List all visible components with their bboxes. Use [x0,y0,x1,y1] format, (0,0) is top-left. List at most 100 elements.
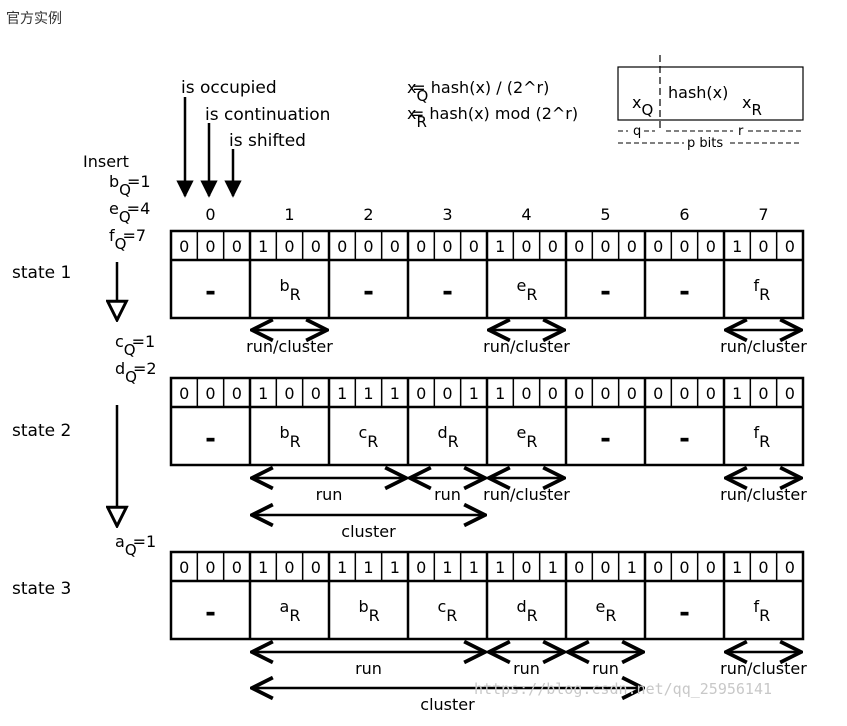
metadata-bit: 1 [495,237,505,256]
empty-slot-dash: - [679,277,690,307]
metadata-bit: 1 [732,558,742,577]
is-continuation-label: is continuation [205,105,330,125]
metadata-bit: 0 [337,237,347,256]
metadata-bit: 0 [311,237,321,256]
metadata-bit: 0 [600,384,610,403]
slot-index: 2 [363,205,373,224]
metadata-bit: 1 [390,384,400,403]
metadata-bit: 1 [469,558,479,577]
empty-slot-dash: - [363,277,374,307]
metadata-bit: 0 [232,558,242,577]
metadata-bit: 1 [258,558,268,577]
metadata-bit: 0 [521,237,531,256]
empty-slot-dash: - [205,424,216,454]
span-label: run [316,485,343,504]
metadata-bit: 1 [258,384,268,403]
bit-legend: is occupied is continuation is shifted [176,78,330,198]
state-label: state 2 [12,421,71,441]
remainder-value: bR [280,276,301,304]
metadata-bit: 1 [363,558,373,577]
metadata-bit: 0 [390,237,400,256]
span-label: run/cluster [483,337,570,356]
metadata-bit: 1 [732,384,742,403]
metadata-bit: 0 [600,237,610,256]
metadata-bit: 0 [653,237,663,256]
span-label: run/cluster [720,337,807,356]
remainder-value: eR [517,423,538,451]
slot-index: 7 [758,205,768,224]
metadata-bit: 0 [284,558,294,577]
metadata-bit: 0 [679,558,689,577]
metadata-bit: 0 [574,384,584,403]
remainder-value: fR [754,423,771,451]
remainder-value: fR [754,276,771,304]
insert-item: bQ=1 [109,172,151,199]
insert-item: dQ=2 [115,359,157,386]
slot-index: 0 [205,205,215,224]
span-label: cluster [341,522,396,541]
remainder-value: bR [359,597,380,625]
span-label: run/cluster [483,485,570,504]
formula-remainder: xR= hash(x) mod (2^r) [407,104,578,131]
q-label: q [633,124,641,139]
metadata-bit: 0 [232,237,242,256]
state-label: state 3 [12,579,71,599]
metadata-bit: 1 [337,558,347,577]
metadata-bit: 0 [785,558,795,577]
is-shifted-label: is shifted [229,131,306,151]
metadata-bit: 0 [205,237,215,256]
metadata-bit: 0 [284,384,294,403]
empty-slot-dash: - [442,277,453,307]
p-bits-label: p bits [687,136,723,151]
metadata-bit: 0 [706,558,716,577]
span-label: run/cluster [720,485,807,504]
remainder-value: bR [280,423,301,451]
slot-index: 5 [600,205,610,224]
metadata-bit: 1 [495,384,505,403]
span-label: cluster [420,695,475,714]
remainder-value: eR [596,597,617,625]
state-label: state 1 [12,263,71,283]
insert-item: aQ=1 [115,532,156,559]
empty-slot-dash: - [679,598,690,628]
empty-slot-dash: - [679,424,690,454]
metadata-bit: 0 [311,558,321,577]
metadata-bit: 1 [469,384,479,403]
remainder-value: aR [280,597,301,625]
metadata-bit: 1 [627,558,637,577]
slot-index: 3 [442,205,452,224]
metadata-bit: 0 [205,558,215,577]
insert-groups: bQ=1eQ=4fQ=7cQ=1dQ=2aQ=1 [109,172,157,559]
metadata-bit: 0 [521,384,531,403]
hash-box-xq: xQ [632,93,653,119]
metadata-bit: 0 [363,237,373,256]
metadata-bit: 1 [258,237,268,256]
metadata-bit: 0 [205,384,215,403]
metadata-bit: 0 [627,237,637,256]
metadata-bit: 0 [469,237,479,256]
metadata-bit: 0 [179,237,189,256]
page-caption: 官方实例 [6,11,62,27]
insert-item: eQ=4 [109,199,150,226]
metadata-bit: 0 [706,237,716,256]
remainder-value: dR [438,423,459,451]
span-label: run/cluster [246,337,333,356]
metadata-bit: 0 [758,384,768,403]
metadata-bit: 0 [416,237,426,256]
metadata-bit: 1 [390,558,400,577]
metadata-bit: 0 [758,237,768,256]
remainder-value: cR [438,597,458,625]
is-occupied-label: is occupied [181,78,277,98]
metadata-bit: 0 [679,384,689,403]
remainder-value: dR [517,597,538,625]
slot-index: 1 [284,205,294,224]
metadata-bit: 0 [600,558,610,577]
metadata-bit: 0 [548,384,558,403]
metadata-bit: 0 [232,384,242,403]
insert-title: Insert [83,152,129,171]
metadata-bit: 1 [548,558,558,577]
metadata-bit: 0 [574,558,584,577]
metadata-bit: 0 [653,384,663,403]
